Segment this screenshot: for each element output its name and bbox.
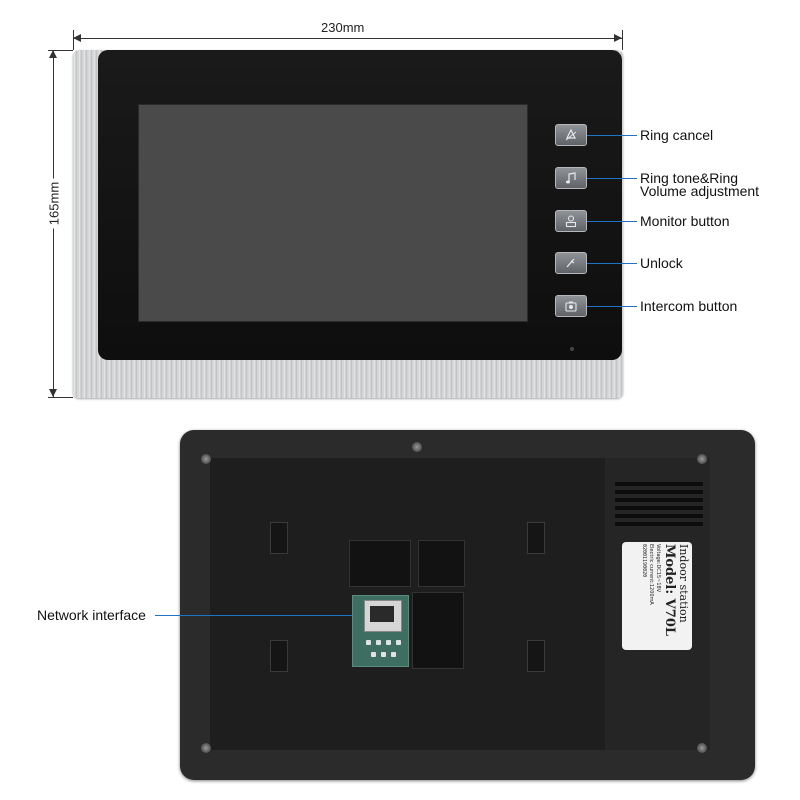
speaker-vent bbox=[615, 506, 703, 510]
speaker-vent bbox=[615, 498, 703, 502]
screw-icon bbox=[201, 743, 211, 753]
screw-icon bbox=[201, 454, 211, 464]
speaker-vent bbox=[615, 482, 703, 486]
intercom-label: Intercom button bbox=[640, 298, 738, 314]
screw-icon bbox=[412, 442, 422, 452]
camera-intercom-icon bbox=[565, 301, 577, 312]
network-callout-line bbox=[155, 615, 352, 616]
monitor-label: Monitor button bbox=[640, 213, 730, 229]
display-screen bbox=[138, 104, 528, 322]
ring-tone-callout-line bbox=[587, 178, 637, 179]
width-dim-tick-right bbox=[622, 30, 623, 50]
height-arrow-bottom-icon bbox=[49, 389, 57, 397]
width-arrow-left-icon bbox=[73, 34, 81, 42]
pcb-contact bbox=[371, 652, 376, 657]
height-dim-tick-top bbox=[48, 50, 73, 51]
speaker-vent bbox=[615, 490, 703, 494]
network-interface-label: Network interface bbox=[37, 607, 146, 623]
monitor-callout-line bbox=[587, 221, 637, 222]
speaker-vent bbox=[615, 514, 703, 518]
key-icon bbox=[566, 258, 575, 268]
unlock-callout-line bbox=[587, 263, 637, 264]
microphone-dot bbox=[570, 347, 574, 351]
screw-icon bbox=[697, 454, 707, 464]
ring-cancel-callout-line bbox=[587, 135, 637, 136]
unlock-button[interactable] bbox=[555, 252, 587, 274]
width-dim-label: 230mm bbox=[318, 20, 368, 35]
ring-cancel-label: Ring cancel bbox=[640, 127, 714, 143]
connector-cutout bbox=[412, 592, 464, 669]
mounting-clip bbox=[270, 640, 288, 672]
ring-cancel-button[interactable] bbox=[555, 124, 587, 146]
pcb-contact bbox=[396, 640, 401, 645]
mounting-clip bbox=[527, 522, 545, 554]
connector-cutout bbox=[349, 540, 411, 587]
model-label-line5: 02001190020 bbox=[641, 544, 647, 578]
intercom-button[interactable] bbox=[555, 295, 587, 317]
height-dim-label: 165mm bbox=[46, 178, 62, 229]
model-label-line4: Electric current:1200mA bbox=[648, 544, 654, 605]
height-dim-tick-bottom bbox=[48, 397, 73, 398]
width-arrow-right-icon bbox=[614, 34, 622, 42]
mounting-clip bbox=[527, 640, 545, 672]
pcb-contact bbox=[391, 652, 396, 657]
pcb-contact bbox=[386, 640, 391, 645]
screw-icon bbox=[697, 743, 707, 753]
bell-cancel-icon bbox=[565, 128, 577, 141]
unlock-label: Unlock bbox=[640, 255, 683, 271]
ring-tone-label-line1: Ring tone&Ring bbox=[640, 170, 739, 186]
pcb-contact bbox=[366, 640, 371, 645]
model-label-line3: Voltage:DC15~18V bbox=[655, 544, 661, 593]
ring-tone-volume-button[interactable] bbox=[555, 167, 587, 189]
model-label-line1: Indoor station bbox=[677, 544, 690, 623]
model-label-sticker: Indoor station Model: V70L Voltage:DC15~… bbox=[622, 542, 692, 650]
pcb-contact bbox=[381, 652, 386, 657]
model-label-line2: Model: V70L bbox=[662, 544, 677, 637]
music-note-icon bbox=[566, 172, 576, 184]
ring-tone-label-line2: Volume adjustment bbox=[640, 183, 760, 199]
monitor-button[interactable] bbox=[555, 210, 587, 232]
width-dim-line bbox=[73, 38, 622, 39]
intercom-callout-line bbox=[587, 306, 637, 307]
pcb-contact bbox=[376, 640, 381, 645]
model-label-text: Indoor station Model: V70L Voltage:DC15~… bbox=[624, 544, 690, 648]
rj45-port-opening bbox=[370, 606, 394, 622]
connector-cutout bbox=[418, 540, 465, 587]
height-arrow-top-icon bbox=[49, 50, 57, 58]
person-monitor-icon bbox=[565, 215, 577, 228]
speaker-vent bbox=[615, 522, 703, 526]
mounting-clip bbox=[270, 522, 288, 554]
